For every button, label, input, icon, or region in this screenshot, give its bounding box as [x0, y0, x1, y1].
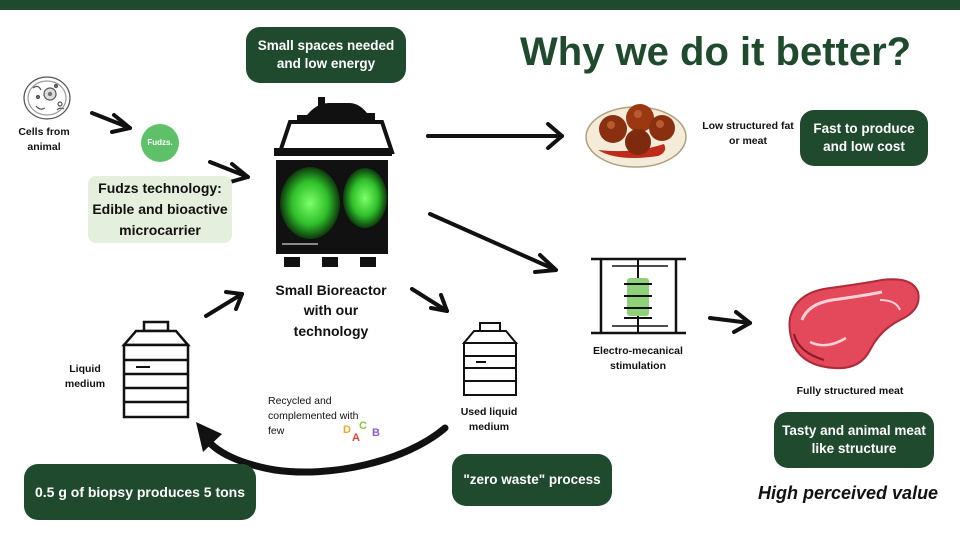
fudzs-logo-text: Fudzs.: [147, 138, 173, 147]
small-spaces-pill: Small spaces needed and low energy: [246, 27, 406, 83]
tasty-pill: Tasty and animal meat like structure: [774, 412, 934, 468]
page-title: Why we do it better?: [520, 30, 912, 74]
arrow-liquid-to-bioreactor: [204, 290, 244, 318]
letter-c: C: [359, 420, 367, 432]
letter-b: B: [372, 427, 380, 439]
bioreactor-icon: [274, 97, 395, 267]
arrow-bioreactor-to-meatballs: [426, 122, 564, 150]
letter-d: D: [343, 424, 351, 436]
fully-structured-label: Fully structured meat: [796, 385, 904, 397]
used-medium-label: Used liquid medium: [460, 406, 518, 434]
fudzs-logo-icon: [141, 124, 179, 162]
fudzs-technology-label: Fudzs technology: Edible and bioactive m…: [88, 176, 232, 243]
liquid-medium-tank-icon: [121, 320, 191, 419]
used-medium-tank-icon: [461, 322, 519, 396]
electro-stimulator-icon: [591, 257, 686, 335]
raw-steak-icon: [788, 278, 920, 370]
zero-waste-pill: "zero waste" process: [452, 454, 612, 506]
animal-cell-icon: [23, 76, 71, 120]
arrow-cells-to-fudzs: [90, 111, 132, 134]
electro-stimulation-label: Electro-mecanical stimulation: [593, 345, 683, 373]
arrow-recycle-curve: [196, 422, 449, 476]
arrow-fudzs-to-bioreactor: [208, 160, 250, 184]
arrow-bioreactor-to-used-medium: [410, 287, 449, 313]
recycled-label: Recycled and complemented with few: [268, 395, 359, 438]
cells-label: Cells from animal: [18, 126, 70, 154]
arrow-bioreactor-to-stimulator: [428, 212, 558, 274]
fast-produce-pill: Fast to produce and low cost: [800, 110, 928, 166]
meatballs-plate-icon: [585, 104, 687, 168]
letter-a: A: [352, 432, 360, 444]
top-bar: [0, 0, 960, 10]
biopsy-pill: 0.5 g of biopsy produces 5 tons: [24, 464, 256, 520]
low-structured-label: Low structured fat or meat: [702, 120, 794, 148]
arrow-stimulator-to-meat: [708, 310, 752, 334]
bioreactor-label: Small Bioreactor with our technology: [275, 282, 387, 339]
liquid-medium-label: Liquid medium: [64, 363, 106, 391]
high-perceived-value-label: High perceived value: [758, 483, 939, 503]
